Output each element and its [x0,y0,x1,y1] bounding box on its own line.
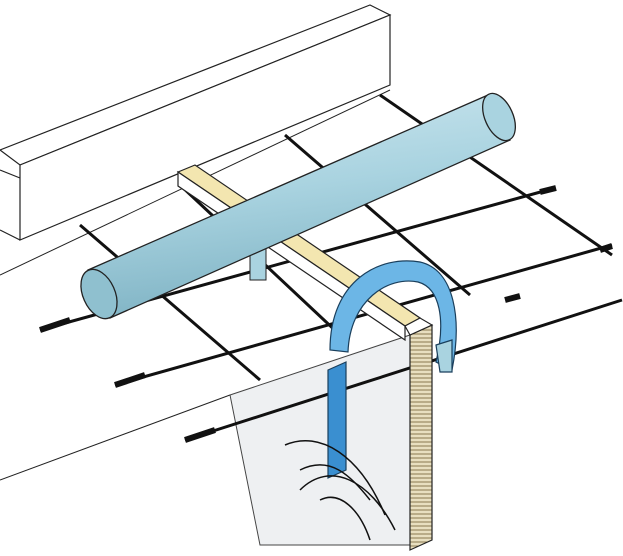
wall-beam [0,4,392,241]
hanger-strap [327,260,457,479]
wall-panel-face [229,334,411,546]
bent-wire-curves [284,440,396,541]
partition-wall [404,317,434,551]
pipe [80,92,516,320]
